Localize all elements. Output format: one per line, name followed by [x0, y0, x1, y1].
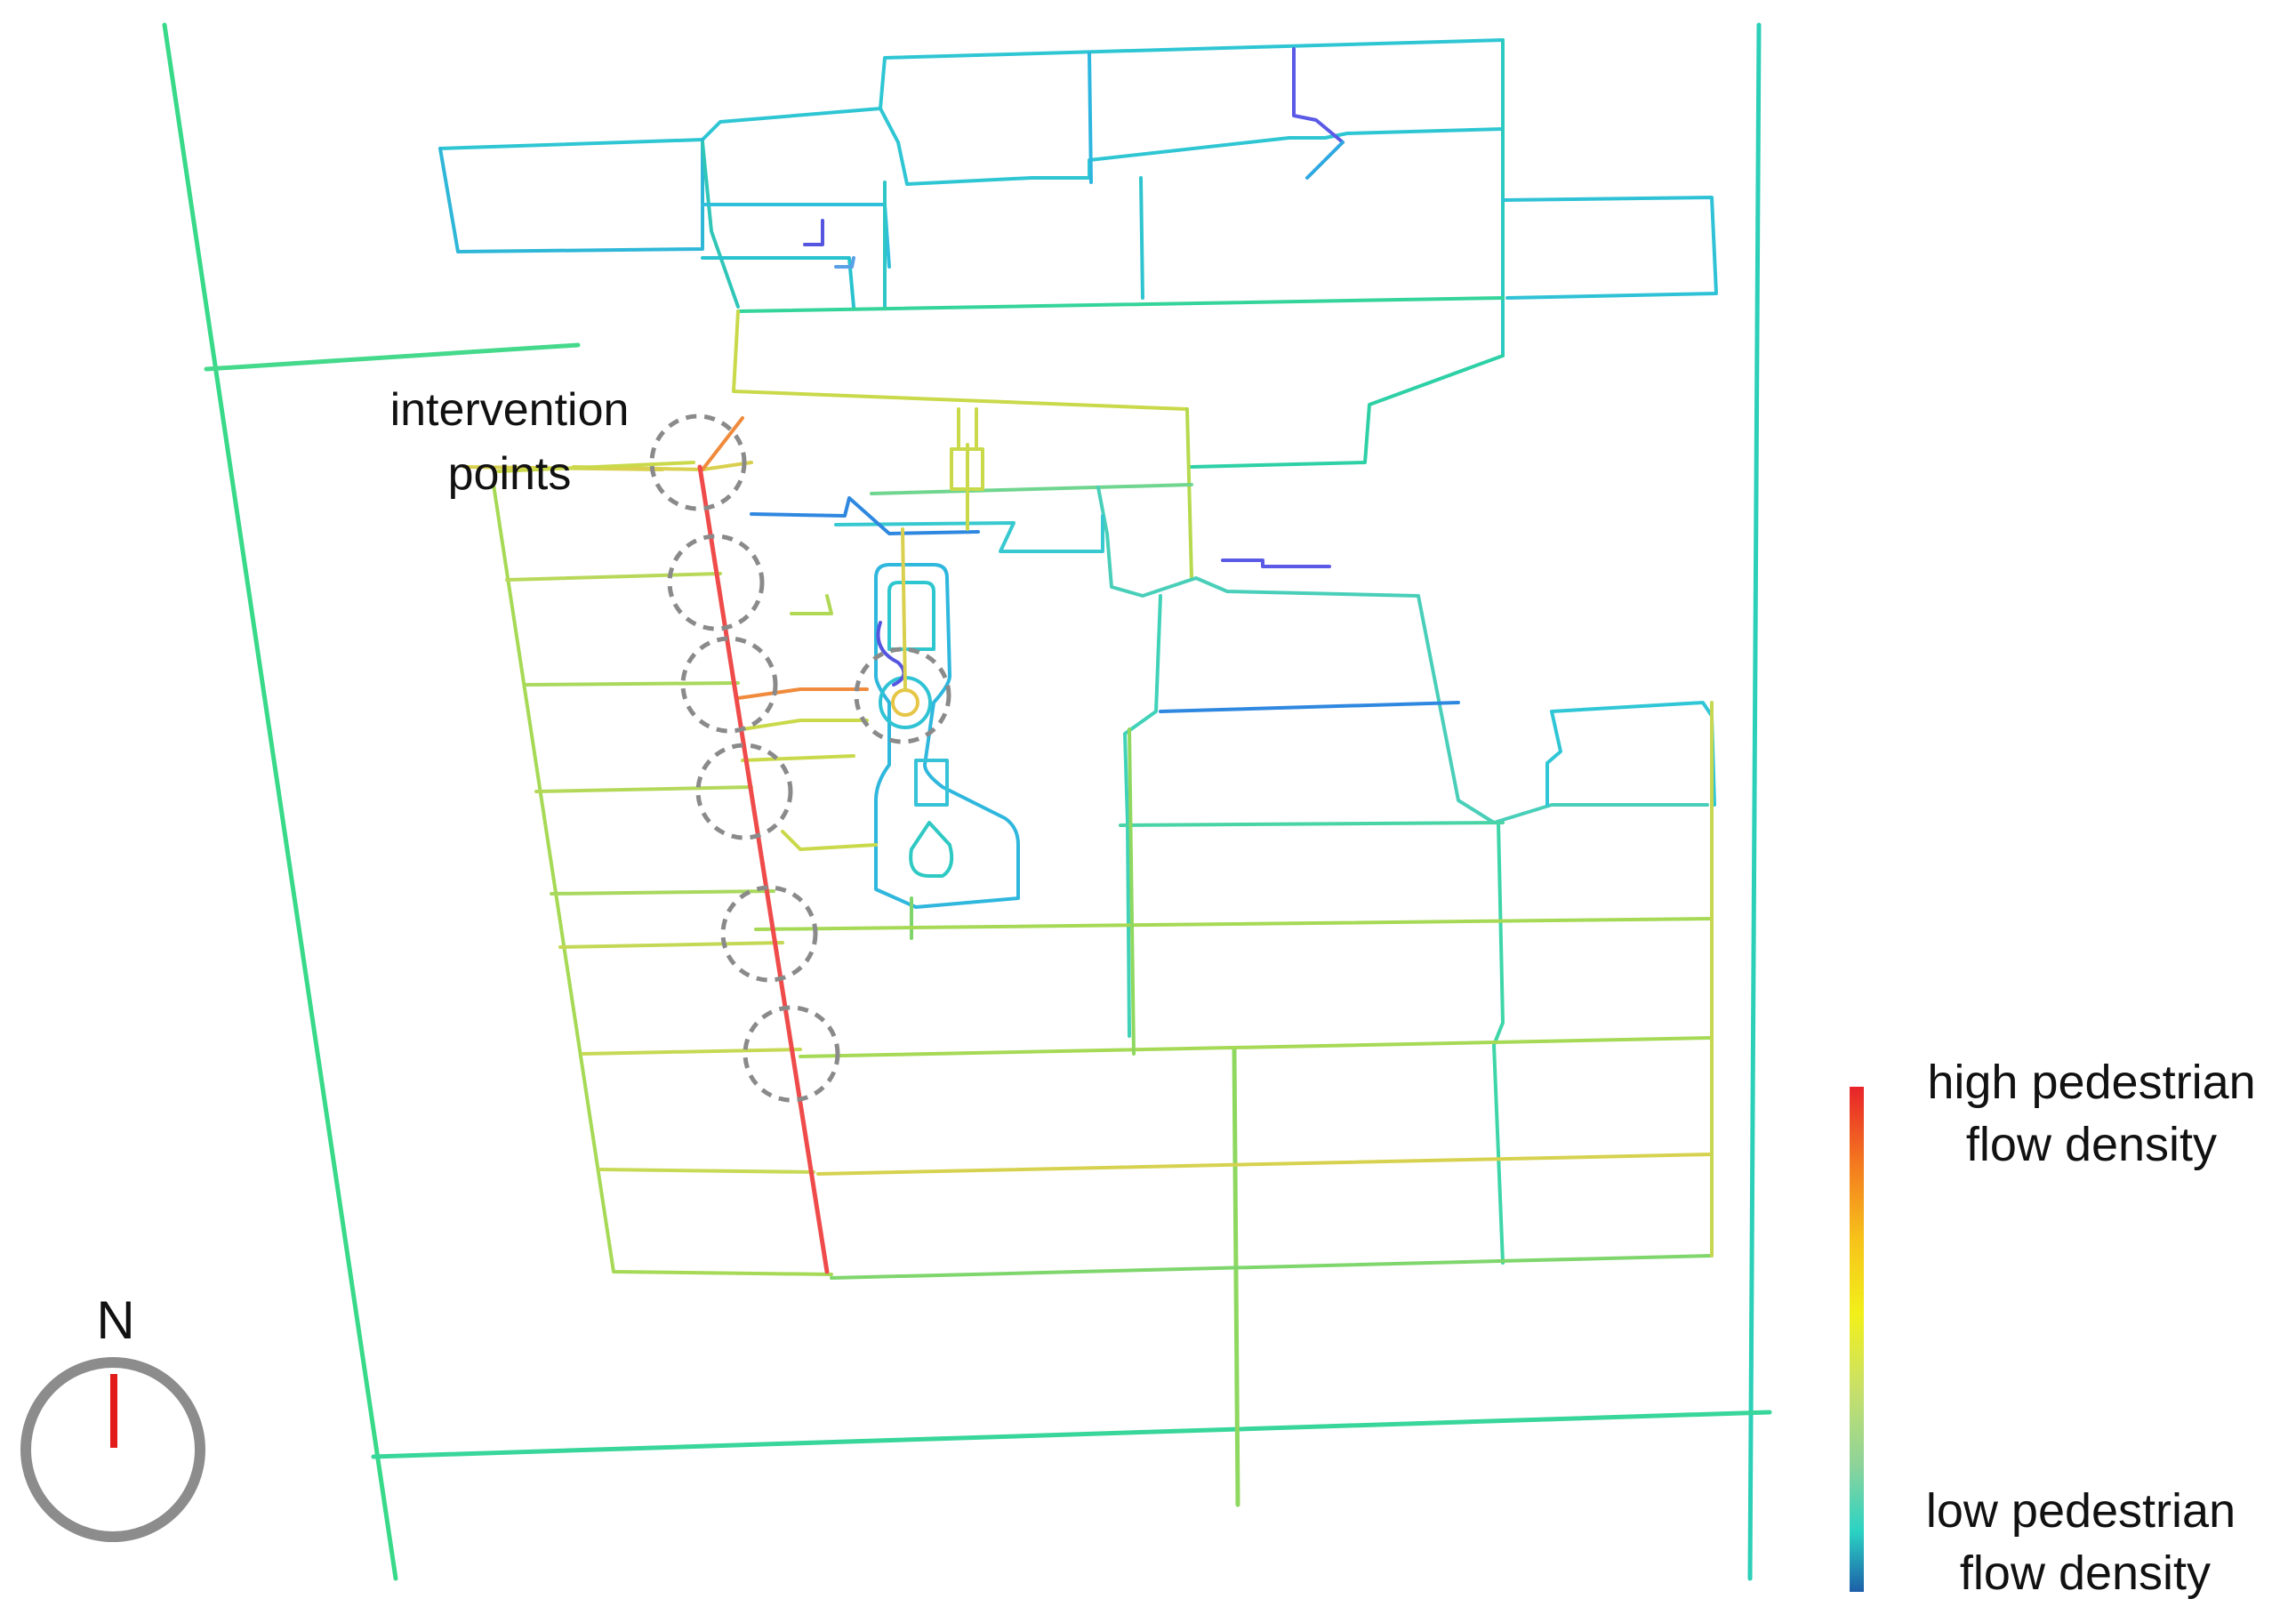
- north-connector-1: [1088, 52, 1093, 184]
- intervention-point-1: [649, 414, 747, 511]
- intervention-points: [649, 414, 951, 1103]
- north-inner-blue-2: [834, 256, 855, 269]
- east-row-south: [830, 1254, 1714, 1280]
- plaza-blue-curve: [876, 621, 906, 687]
- intervention-point-4: [695, 743, 793, 840]
- intervention-point-2: [667, 534, 765, 631]
- central-connectors: [572, 309, 1716, 1265]
- north-angled-segment-b: [1305, 141, 1345, 180]
- plaza-outer-ring: [874, 563, 1020, 909]
- north-road: [736, 296, 1505, 313]
- legend-low-line2: flow density: [1960, 1547, 2211, 1600]
- plaza-center-core: [891, 688, 919, 717]
- north-network: [438, 38, 1718, 469]
- legend-color-bar: [1850, 1087, 1864, 1592]
- east-annex: [1501, 196, 1718, 300]
- mid-short-segments-3: [741, 719, 869, 731]
- plaza-blue-spur: [750, 496, 980, 535]
- west-grid: [462, 461, 833, 1276]
- mid-short-segments-5: [781, 830, 878, 851]
- grid-row-3: [534, 785, 753, 793]
- grid-row-4: [550, 889, 775, 896]
- intervention-label: intervention points: [390, 384, 630, 500]
- plaza-network: [874, 407, 1020, 940]
- legend-high-line1: high pedestrian: [1927, 1056, 2255, 1109]
- plaza-spine-north: [901, 527, 907, 691]
- mid-short-segments: [790, 594, 833, 615]
- north-inner-blue: [803, 219, 824, 246]
- north-compass: N: [20, 1290, 205, 1542]
- north-block-outline-b: [438, 138, 704, 253]
- north-east-link: [1190, 354, 1505, 469]
- red-spine-street: [697, 464, 830, 1274]
- grid-row-5: [558, 941, 784, 949]
- mid-short-segments-4: [741, 754, 855, 762]
- east-row-3: [816, 1153, 1714, 1176]
- plaza-upper-road: [870, 483, 1193, 495]
- mid-short-segments-2: [736, 687, 869, 700]
- plaza-lower-box: [914, 759, 949, 807]
- bottom-center-street: [1232, 1047, 1240, 1507]
- east-row-1: [754, 917, 1714, 931]
- flow-density-legend: high pedestrian flow density low pedestr…: [1850, 1056, 2256, 1600]
- grid-row-6: [581, 1048, 802, 1056]
- plaza-east-road: [1185, 407, 1193, 580]
- intervention-point-5: [720, 885, 818, 983]
- plaza-lower-loop: [909, 821, 954, 878]
- plaza-purple-spur: [1221, 558, 1331, 568]
- east-grid: [736, 594, 1714, 1280]
- east-boundary-street: [1747, 22, 1762, 1581]
- compass-ring: [20, 1357, 205, 1542]
- legend-high-line2: flow density: [1966, 1118, 2217, 1171]
- intervention-label-line2: points: [448, 448, 572, 500]
- plaza-north-box: [950, 447, 984, 491]
- west-approach: [496, 461, 695, 473]
- grid-row-7: [598, 1168, 815, 1174]
- intervention-point-6: [743, 1005, 840, 1103]
- north-feeder-orange: [701, 416, 744, 471]
- grid-row-1: [505, 572, 722, 582]
- west-grid-edge: [492, 483, 833, 1276]
- plaza-inner-ring-top: [887, 581, 935, 651]
- plaza-spine: [1123, 594, 1162, 1038]
- west-boundary-street: [162, 22, 398, 1581]
- east-lower-road: [1119, 821, 1505, 827]
- north-angled-segment: [1292, 47, 1345, 144]
- north-block-inner-b: [701, 256, 855, 309]
- north-connector-2: [1139, 176, 1144, 300]
- north-west-street: [204, 342, 581, 372]
- intervention-point-3: [680, 636, 778, 734]
- north-block-outline-a: [438, 38, 1505, 186]
- north-letter: N: [96, 1290, 134, 1350]
- north-block-left: [701, 141, 740, 309]
- mid-north-south-road: [1128, 727, 1136, 1056]
- east-diagonal-road: [1159, 701, 1460, 713]
- high-flow-spine: [697, 464, 830, 1274]
- north-plaza-link: [732, 309, 1189, 411]
- east-row-2: [799, 1036, 1714, 1058]
- east-box: [1545, 701, 1716, 807]
- plaza-mid-road: [834, 514, 1104, 553]
- plaza-upper-road-b: [1096, 486, 1709, 824]
- south-boundary-street: [371, 1410, 1772, 1459]
- intervention-label-line1: intervention: [390, 384, 630, 436]
- intervention-point-plaza: [854, 647, 951, 744]
- grid-row-2: [523, 681, 740, 687]
- legend-low-line1: low pedestrian: [1926, 1484, 2236, 1538]
- outer-streets: [162, 22, 1772, 1581]
